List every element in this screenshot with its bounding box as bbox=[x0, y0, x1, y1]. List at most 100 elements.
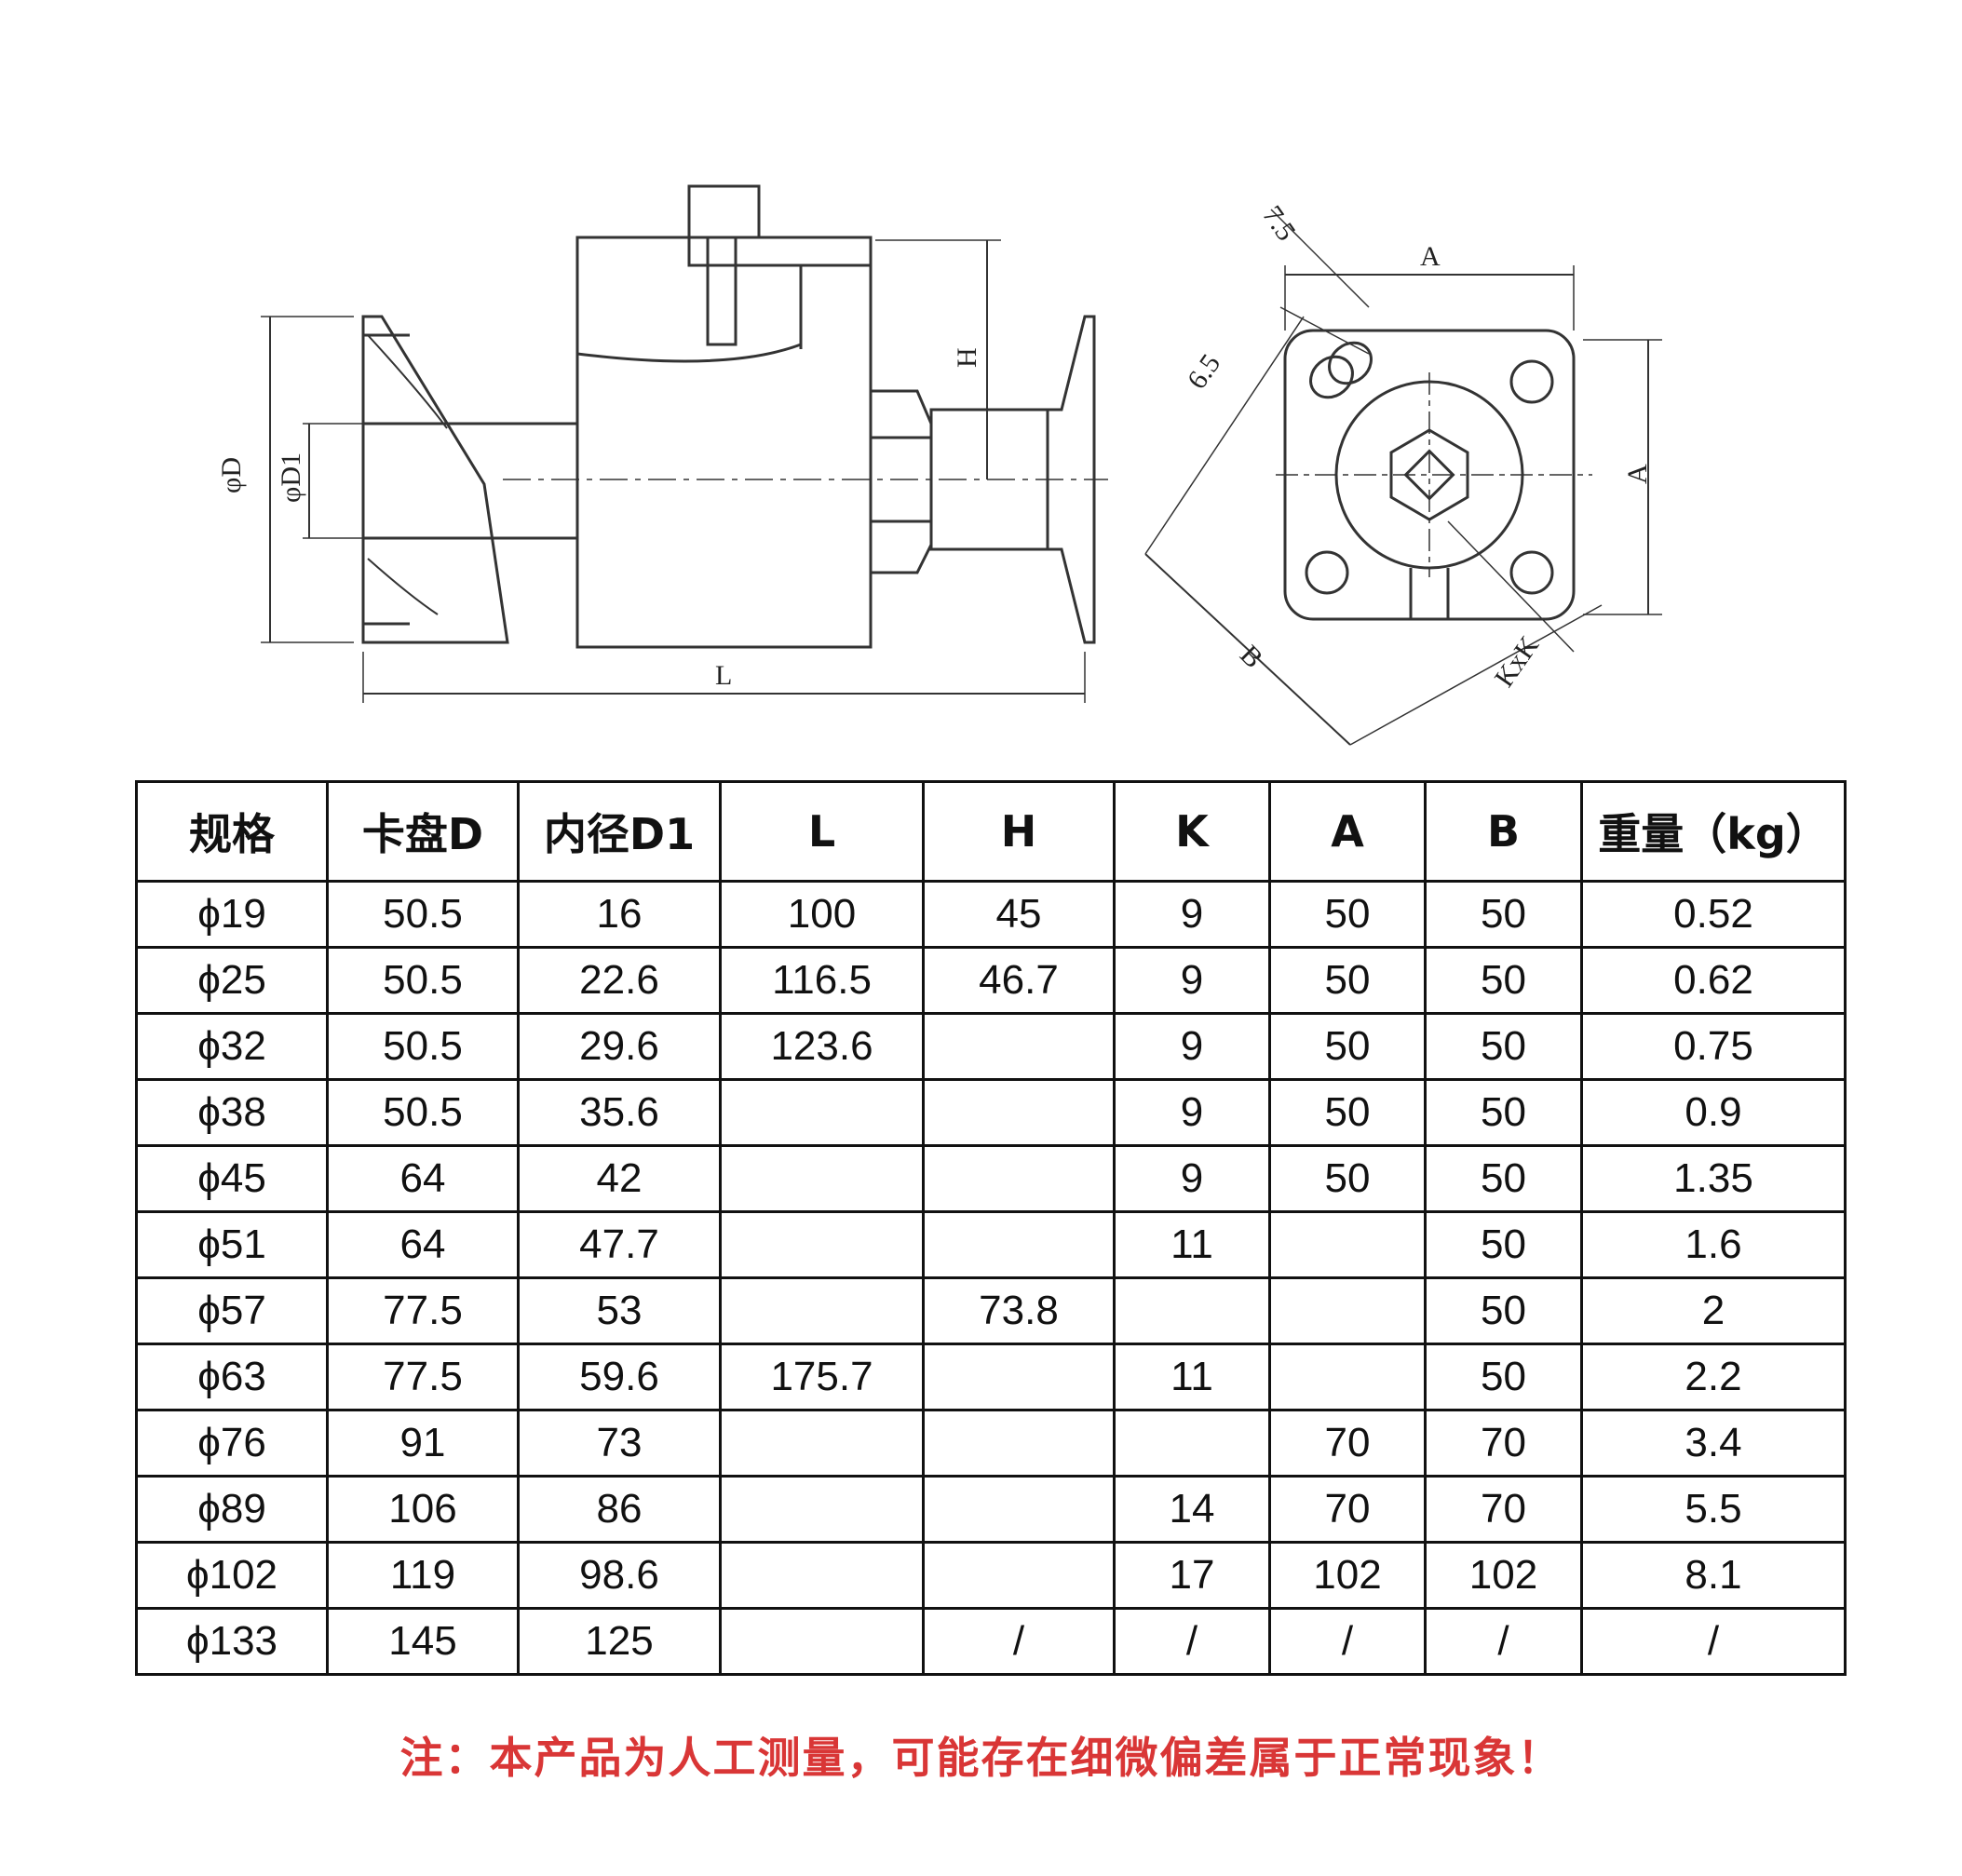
table-cell: 50 bbox=[1268, 1144, 1427, 1213]
table-cell: 59.6 bbox=[517, 1343, 722, 1411]
label-a-right: A bbox=[1622, 464, 1653, 484]
table-cell: 17 bbox=[1113, 1541, 1271, 1610]
table-cell: 102 bbox=[1424, 1541, 1583, 1610]
table-cell: 100 bbox=[719, 880, 925, 949]
table-cell bbox=[719, 1409, 925, 1478]
label-b: B bbox=[1234, 640, 1268, 674]
side-view-drawing bbox=[261, 184, 1108, 703]
table-cell: 11 bbox=[1113, 1210, 1271, 1279]
table-cell: ϕ25 bbox=[135, 946, 329, 1015]
table-cell: / bbox=[1113, 1607, 1271, 1676]
table-cell bbox=[1113, 1409, 1271, 1478]
table-cell bbox=[922, 1144, 1116, 1213]
table-header-cell: A bbox=[1268, 780, 1427, 883]
table-header-cell: K bbox=[1113, 780, 1271, 883]
table-cell: 0.75 bbox=[1580, 1012, 1847, 1081]
table-cell: / bbox=[1424, 1607, 1583, 1676]
table-cell bbox=[719, 1210, 925, 1279]
table-cell: 3.4 bbox=[1580, 1409, 1847, 1478]
table-header-cell: 内径D1 bbox=[517, 780, 722, 883]
table-cell: 45 bbox=[922, 880, 1116, 949]
table-cell: 175.7 bbox=[719, 1343, 925, 1411]
table-cell: / bbox=[1580, 1607, 1847, 1676]
table-cell: 14 bbox=[1113, 1475, 1271, 1544]
table-cell: 0.52 bbox=[1580, 880, 1847, 949]
table-cell: 70 bbox=[1268, 1475, 1427, 1544]
table-cell: 50.5 bbox=[326, 1078, 520, 1147]
table-cell bbox=[719, 1541, 925, 1610]
table-cell: 50 bbox=[1268, 1012, 1427, 1081]
table-cell: 50 bbox=[1424, 946, 1583, 1015]
table-cell: 123.6 bbox=[719, 1012, 925, 1081]
table-cell: 50 bbox=[1424, 1343, 1583, 1411]
top-view-drawing bbox=[1144, 209, 1662, 746]
table-cell bbox=[719, 1078, 925, 1147]
table-cell: 50 bbox=[1424, 1078, 1583, 1147]
table-cell bbox=[922, 1078, 1116, 1147]
label-kxk: KxK bbox=[1489, 630, 1546, 693]
table-cell: 5.5 bbox=[1580, 1475, 1847, 1544]
table-cell: ϕ102 bbox=[135, 1541, 329, 1610]
table-cell: / bbox=[1268, 1607, 1427, 1676]
table-cell: 91 bbox=[326, 1409, 520, 1478]
table-cell: 50 bbox=[1424, 1144, 1583, 1213]
table-cell: 102 bbox=[1268, 1541, 1427, 1610]
table-header-cell: 卡盘D bbox=[326, 780, 520, 883]
table-cell: 53 bbox=[517, 1276, 722, 1345]
table-cell: 2.2 bbox=[1580, 1343, 1847, 1411]
table-header-cell: H bbox=[922, 780, 1116, 883]
table-cell: 9 bbox=[1113, 1078, 1271, 1147]
table-cell: 77.5 bbox=[326, 1276, 520, 1345]
table-cell: 64 bbox=[326, 1144, 520, 1213]
table-cell: 22.6 bbox=[517, 946, 722, 1015]
label-7-5: 7.5 bbox=[1256, 200, 1302, 247]
table-cell: 77.5 bbox=[326, 1343, 520, 1411]
label-h: H bbox=[952, 347, 982, 368]
label-phi-d: φD bbox=[216, 457, 247, 493]
table-cell bbox=[922, 1475, 1116, 1544]
table-cell: 70 bbox=[1268, 1409, 1427, 1478]
table-cell: 0.62 bbox=[1580, 946, 1847, 1015]
table-cell bbox=[1268, 1343, 1427, 1411]
table-cell: 42 bbox=[517, 1144, 722, 1213]
table-cell bbox=[922, 1541, 1116, 1610]
table-cell: 50.5 bbox=[326, 946, 520, 1015]
table-header-cell: L bbox=[719, 780, 925, 883]
table-cell bbox=[1113, 1276, 1271, 1345]
table-cell bbox=[922, 1012, 1116, 1081]
label-l: L bbox=[715, 660, 732, 691]
table-cell bbox=[1268, 1210, 1427, 1279]
table-header-cell: 重量（kg） bbox=[1580, 780, 1847, 883]
table-cell: ϕ76 bbox=[135, 1409, 329, 1478]
table-cell: 116.5 bbox=[719, 946, 925, 1015]
table-cell: ϕ45 bbox=[135, 1144, 329, 1213]
table-cell: 9 bbox=[1113, 1144, 1271, 1213]
table-cell: ϕ32 bbox=[135, 1012, 329, 1081]
label-phi-d1: φD1 bbox=[276, 452, 306, 503]
table-cell: 50 bbox=[1424, 1012, 1583, 1081]
table-cell bbox=[922, 1210, 1116, 1279]
table-cell: ϕ63 bbox=[135, 1343, 329, 1411]
table-cell: 9 bbox=[1113, 880, 1271, 949]
table-cell: 50 bbox=[1268, 946, 1427, 1015]
label-a-top: A bbox=[1420, 241, 1441, 272]
table-cell: 50 bbox=[1424, 1276, 1583, 1345]
table-cell: 1.35 bbox=[1580, 1144, 1847, 1213]
table-cell: 98.6 bbox=[517, 1541, 722, 1610]
table-cell: ϕ133 bbox=[135, 1607, 329, 1676]
table-cell bbox=[719, 1607, 925, 1676]
table-cell bbox=[719, 1144, 925, 1213]
table-cell: ϕ89 bbox=[135, 1475, 329, 1544]
table-header-cell: 规格 bbox=[135, 780, 329, 883]
table-cell: 47.7 bbox=[517, 1210, 722, 1279]
table-cell bbox=[719, 1475, 925, 1544]
